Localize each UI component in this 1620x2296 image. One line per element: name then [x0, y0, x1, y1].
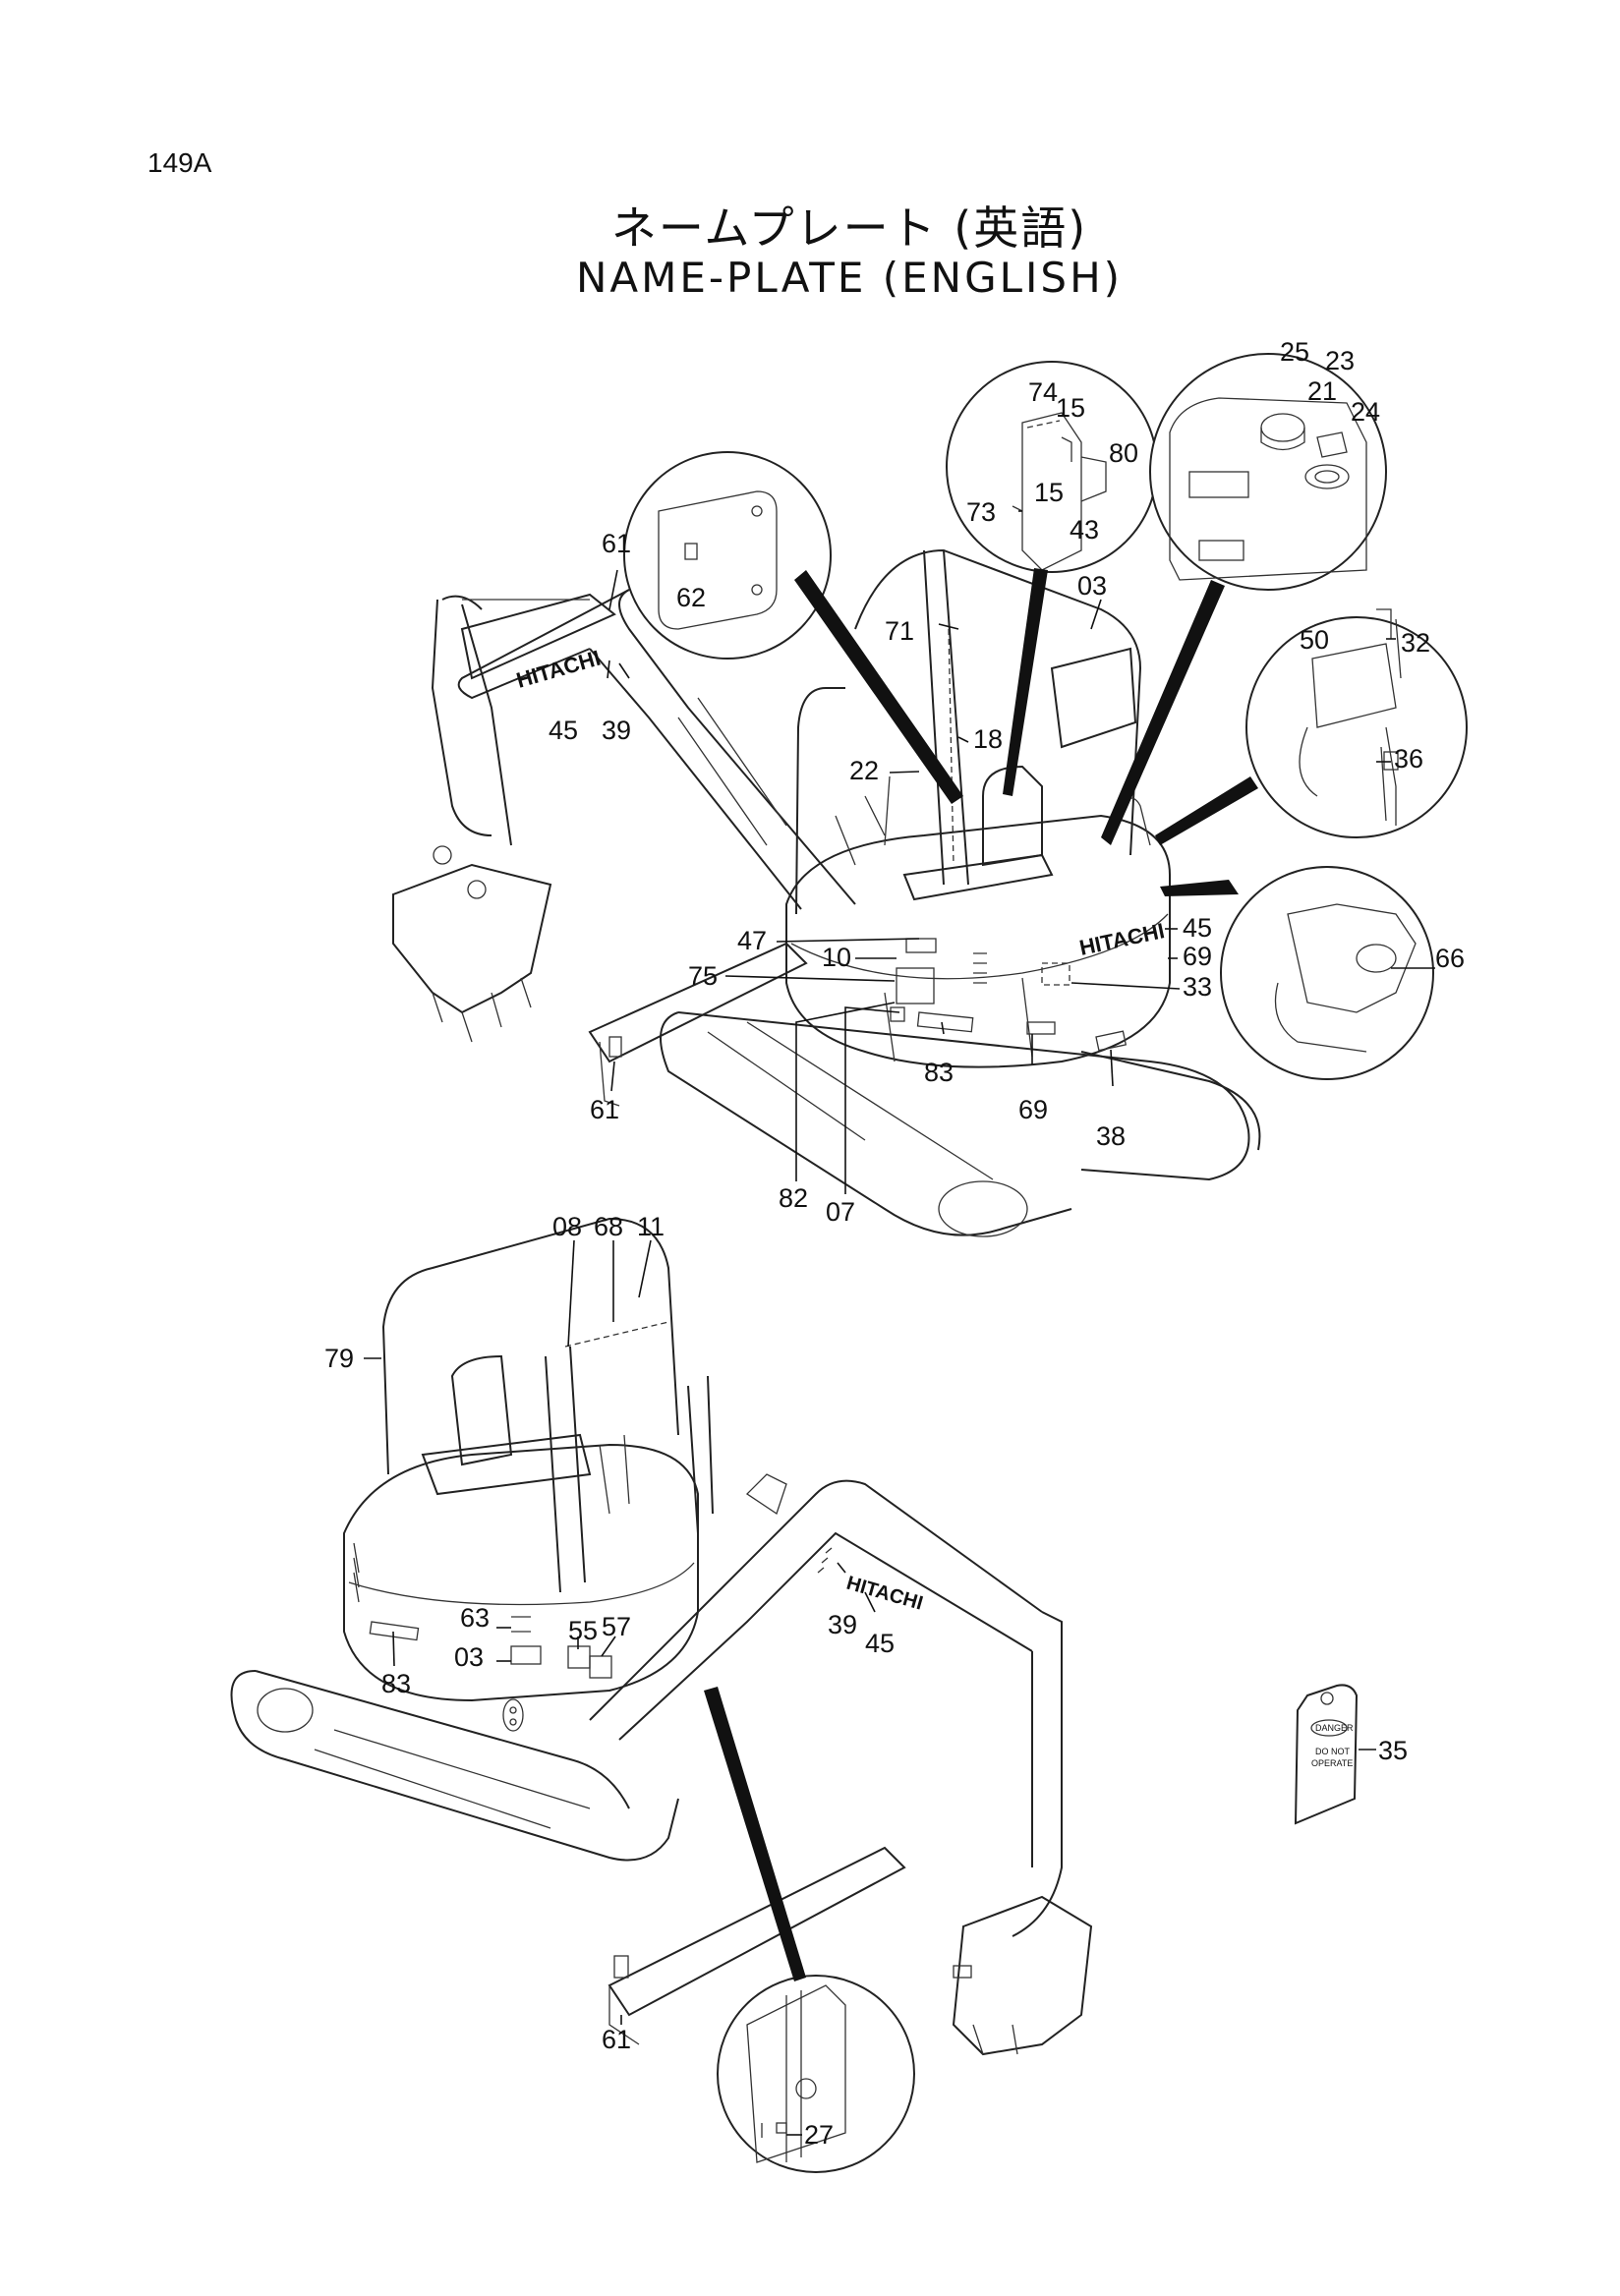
- callout-07: 07: [826, 1197, 855, 1227]
- callout-11: 11: [637, 1212, 665, 1241]
- callout-43: 43: [1070, 515, 1099, 545]
- callout-45-boom-top: 45: [549, 716, 578, 745]
- callout-45-boom-bottom: 45: [865, 1629, 895, 1658]
- callout-66: 66: [1435, 944, 1465, 973]
- danger-tag: DANGER DO NOT OPERATE: [1294, 1684, 1359, 1825]
- callout-74: 74: [1028, 377, 1058, 407]
- callout-15-lower: 15: [1034, 478, 1064, 507]
- tag-danger-text: DANGER: [1315, 1723, 1354, 1733]
- callout-03-top: 03: [1077, 571, 1107, 601]
- brand-label-body: HITACHI: [1077, 918, 1167, 960]
- callout-63: 63: [460, 1603, 490, 1633]
- callout-69-body-right: 69: [1183, 942, 1212, 971]
- callout-82: 82: [779, 1183, 808, 1213]
- callout-labels: 61 62 45 39 71 03 18 22 47 10 75 45 69 3…: [324, 337, 1465, 2150]
- callout-69-body-bottom: 69: [1018, 1095, 1048, 1124]
- callout-50: 50: [1300, 625, 1329, 655]
- callout-68: 68: [594, 1212, 623, 1241]
- tag-line1: DO NOT: [1315, 1747, 1351, 1756]
- tag-line2: OPERATE: [1311, 1758, 1353, 1768]
- brand-label-boom-bottom: HITACHI: [844, 1573, 926, 1615]
- callout-57: 57: [602, 1612, 631, 1641]
- callout-36: 36: [1394, 744, 1423, 774]
- callout-03-bottom: 03: [454, 1642, 484, 1672]
- callout-75: 75: [688, 961, 718, 991]
- detail-circle-74: [946, 361, 1158, 796]
- excavator-top: HITACHI: [392, 548, 1261, 1237]
- callout-61-boom-top: 61: [602, 529, 631, 558]
- detail-circle-27: [704, 1687, 915, 2173]
- page-id: 149A: [147, 147, 212, 178]
- detail-circle-62: [623, 451, 963, 804]
- callout-61-blade-bottom: 61: [602, 2025, 631, 2054]
- callout-80: 80: [1109, 438, 1138, 468]
- callout-71: 71: [885, 616, 914, 646]
- callout-08: 08: [552, 1212, 582, 1241]
- callout-55: 55: [568, 1616, 598, 1645]
- callout-38: 38: [1096, 1121, 1126, 1151]
- title-english: NAME-PLATE (ENGLISH): [575, 254, 1124, 302]
- callout-83-bottom: 83: [381, 1669, 411, 1698]
- leader-lines: [364, 510, 1435, 2136]
- callout-32: 32: [1401, 628, 1430, 658]
- callout-27: 27: [804, 2120, 834, 2150]
- callout-21: 21: [1307, 376, 1337, 406]
- callout-35: 35: [1378, 1736, 1408, 1765]
- callout-15-upper: 15: [1056, 393, 1085, 423]
- callout-23: 23: [1325, 346, 1355, 375]
- callout-24: 24: [1351, 397, 1380, 427]
- callout-39-boom-bottom: 39: [828, 1610, 857, 1639]
- callout-79: 79: [324, 1344, 354, 1373]
- callout-61-blade-top: 61: [590, 1095, 619, 1124]
- callout-25: 25: [1280, 337, 1309, 367]
- excavator-bottom: HITACHI: [230, 1217, 1093, 2056]
- callout-10: 10: [822, 943, 851, 972]
- callout-62: 62: [676, 583, 706, 612]
- detail-circle-25: [1101, 353, 1387, 845]
- callout-45-body: 45: [1183, 913, 1212, 943]
- detail-circle-50: [1155, 608, 1468, 845]
- title-japanese: ネームプレート (英語): [610, 201, 1088, 255]
- callout-83-top: 83: [924, 1058, 954, 1087]
- callout-33: 33: [1183, 972, 1212, 1002]
- detail-circle-66: [1160, 866, 1434, 1080]
- callout-47: 47: [737, 926, 767, 955]
- callout-22: 22: [849, 756, 879, 785]
- callout-73: 73: [966, 497, 996, 527]
- callout-18: 18: [973, 724, 1003, 754]
- callout-39-boom-top: 39: [602, 716, 631, 745]
